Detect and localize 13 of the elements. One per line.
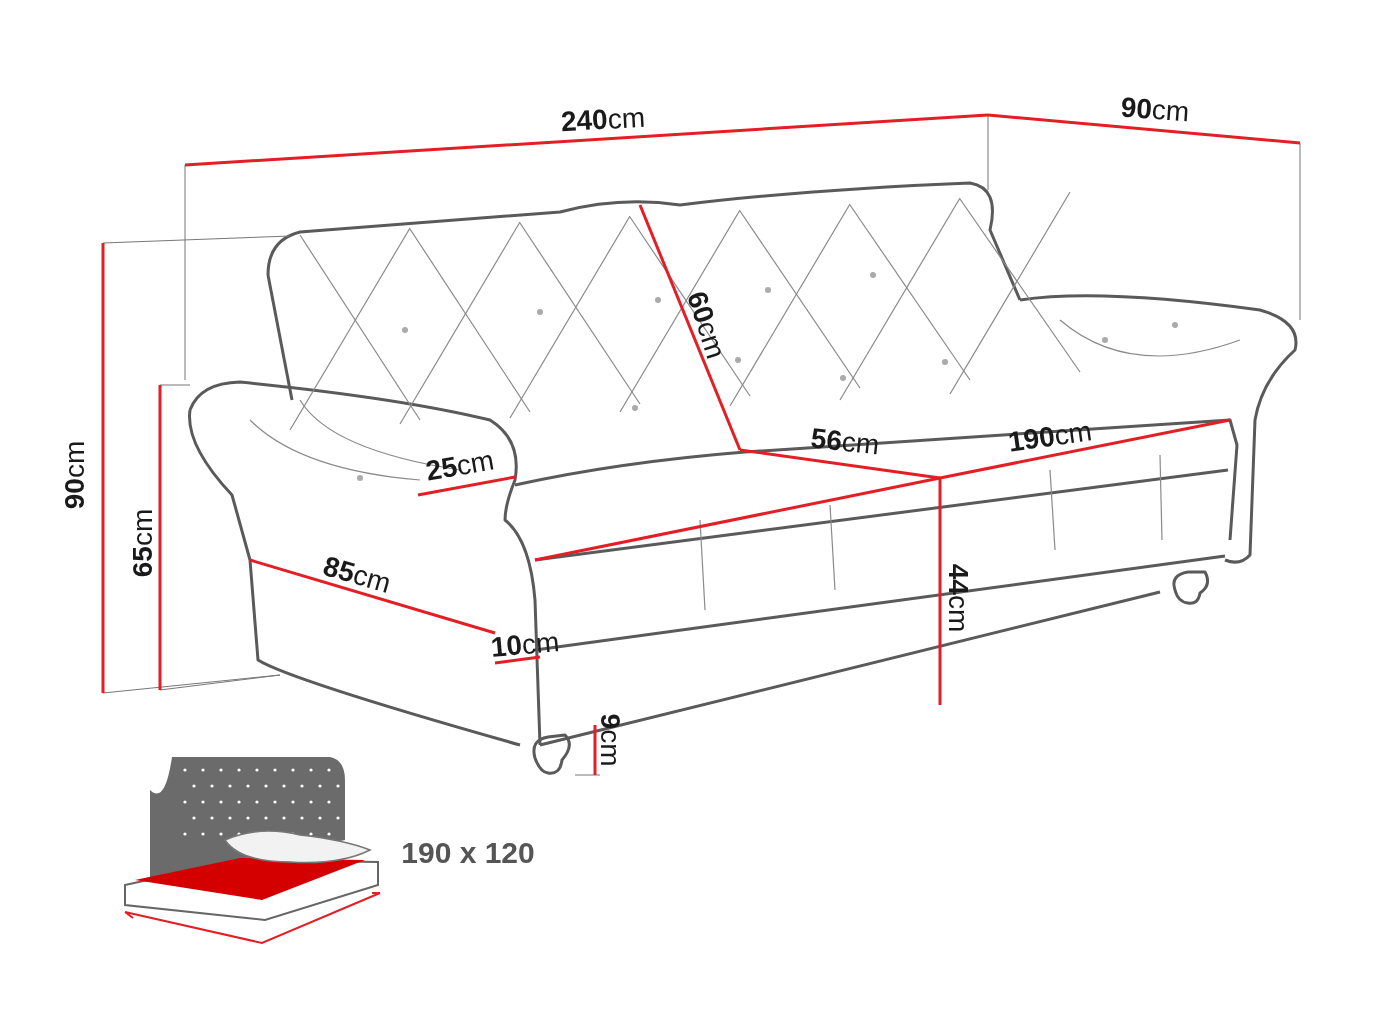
dimension-label: 25cm	[423, 446, 497, 486]
dimension-label: 240cm	[560, 103, 646, 137]
dimension-label: 190cm	[1006, 417, 1094, 457]
dimension-label: 90cm	[1119, 93, 1191, 127]
dimension-label: 56cm	[809, 424, 881, 460]
dimension-label: 60cm	[682, 288, 730, 362]
dimension-label: 10cm	[489, 628, 561, 662]
dimension-label: 90cm	[61, 440, 89, 510]
dimension-label: 85cm	[320, 552, 394, 598]
dimension-label: 65cm	[129, 508, 157, 578]
dimension-label: 44cm	[944, 563, 972, 633]
dimension-label: 9cm	[596, 713, 624, 767]
dimension-label: 190 x 120	[401, 838, 535, 868]
